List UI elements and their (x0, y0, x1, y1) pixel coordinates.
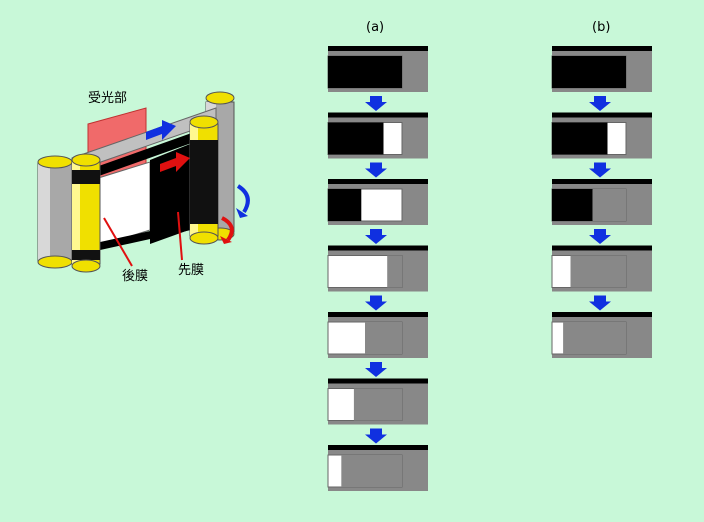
rear-curtain (592, 189, 626, 221)
seq-a-frame-6 (327, 378, 428, 425)
blue-motion-arrow (146, 120, 176, 140)
sequence-a-label: (a) (366, 20, 384, 35)
rear-curtain (563, 322, 626, 354)
front-curtain (328, 122, 384, 155)
rear-curtain (570, 255, 626, 288)
seq-a-frame-5 (327, 312, 428, 358)
shutter-mechanism-illustration: 受光部 後膜 先膜 (37, 91, 250, 284)
frame-top-strip (552, 245, 652, 251)
left-gray-roller (37, 155, 73, 269)
seq-b-frame-3 (551, 179, 652, 225)
down-arrow-icon (365, 162, 387, 178)
front-curtain (328, 189, 362, 221)
red-rotation-arrowhead (220, 236, 232, 244)
frame-top-strip (328, 112, 428, 118)
down-arrow-icon (589, 229, 611, 244)
rear-curtain (353, 388, 402, 421)
down-arrow-icon (365, 362, 387, 377)
front-curtain (552, 189, 593, 221)
rear-curtain (387, 255, 402, 288)
blue-rotation-arrowhead (236, 208, 248, 218)
sequence-a (327, 46, 428, 491)
seq-b-frame-5 (551, 312, 652, 358)
frame-top-strip (552, 179, 652, 184)
red-rotation-arrow (221, 216, 234, 242)
right-yellow-roller (189, 115, 219, 245)
frame-top-strip (328, 445, 428, 450)
frame-top-strip (552, 112, 652, 118)
seq-a-frame-4 (327, 245, 428, 292)
frame-top-strip (328, 378, 428, 384)
rear-curtain-bottom-band (82, 220, 200, 254)
rear-curtain (341, 455, 402, 487)
down-arrow-icon (365, 428, 387, 444)
frame-top-strip (552, 312, 652, 317)
label-front-curtain: 先膜 (178, 263, 204, 278)
down-arrow-icon (365, 295, 387, 311)
seq-b-frame-2 (551, 112, 652, 159)
sequence-b-label: (b) (592, 20, 610, 35)
seq-a-frame-2 (327, 112, 428, 159)
frame-top-strip (328, 46, 428, 51)
down-arrow-icon (365, 96, 387, 111)
front-curtain (328, 56, 402, 88)
rear-curtain (365, 322, 402, 354)
seq-a-frame-7 (327, 445, 428, 491)
blue-rotation-arrow (236, 184, 250, 214)
label-rear-curtain: 後膜 (122, 269, 148, 284)
front-curtain-pointer (177, 211, 183, 261)
frame-top-strip (328, 312, 428, 317)
frame-top-strip (328, 179, 428, 184)
down-arrow-icon (589, 162, 611, 178)
frame-top-strip (328, 245, 428, 251)
rear-curtain-top-band (82, 130, 200, 182)
seq-b-frame-4 (551, 245, 652, 292)
down-arrow-icon (365, 229, 387, 244)
left-yellow-roller (71, 153, 101, 273)
seq-a-frame-3 (327, 179, 428, 225)
front-curtain (552, 56, 626, 88)
seq-a-frame-1 (327, 46, 428, 92)
front-curtain (552, 122, 608, 155)
red-motion-arrow (160, 152, 190, 172)
label-receiver: 受光部 (88, 91, 127, 106)
sequence-b (551, 46, 652, 358)
seq-b-frame-1 (551, 46, 652, 92)
down-arrow-icon (589, 295, 611, 311)
frame-top-strip (552, 46, 652, 51)
down-arrow-icon (589, 96, 611, 111)
rear-curtain-pointer (103, 217, 133, 267)
